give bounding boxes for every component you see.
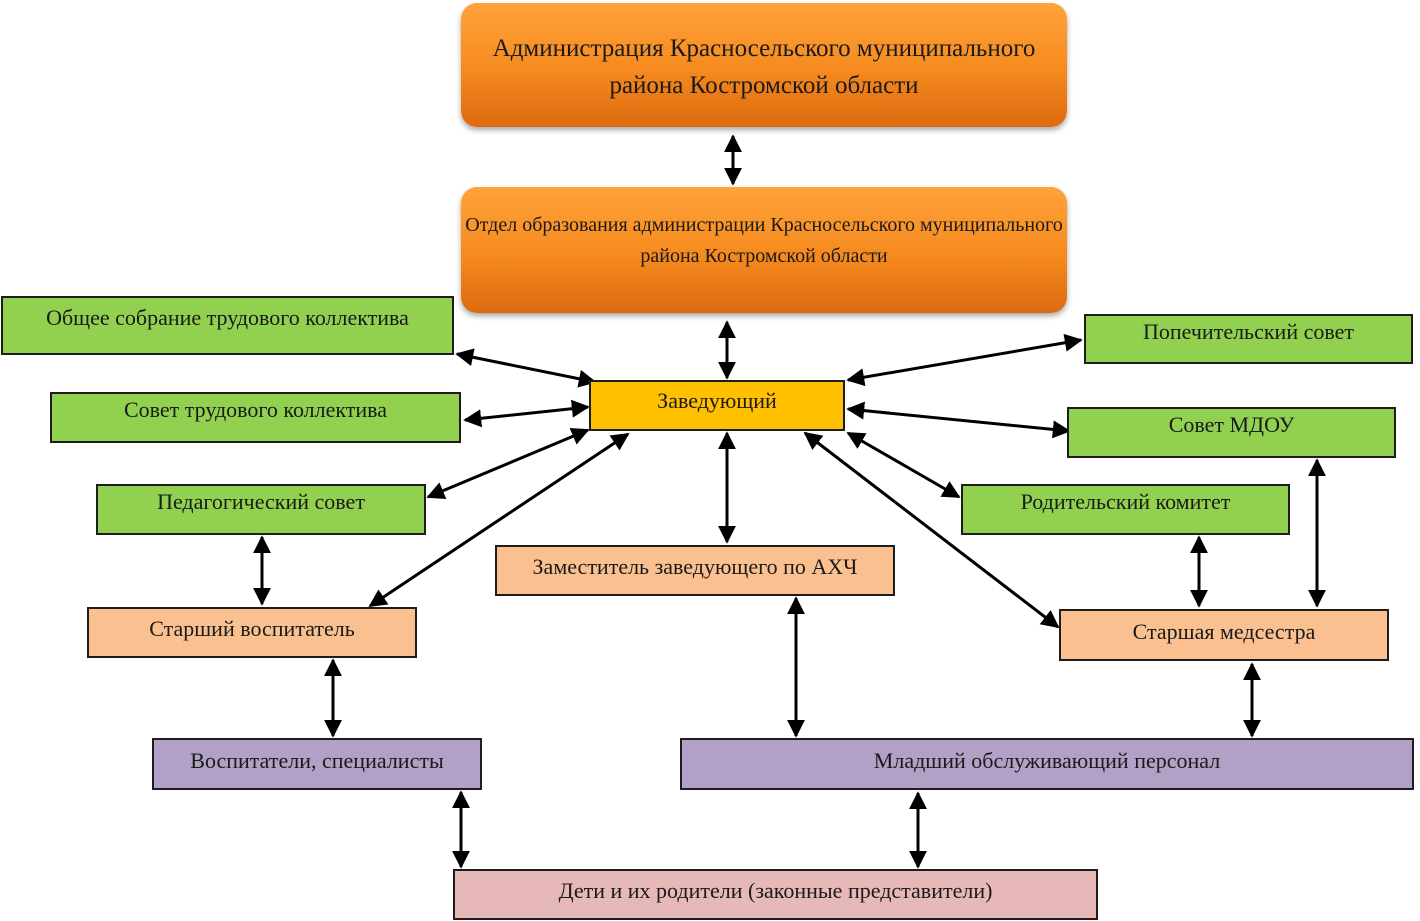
administration-label: Администрация Красносельского муниципаль… (492, 34, 1036, 100)
arrow-head-parent-committee (846, 431, 961, 499)
general-meeting-label: Общее собрание трудового коллектива (46, 305, 409, 331)
labor-council-box: Совет трудового коллектива (50, 392, 461, 443)
senior-educator-box: Старший воспитатель (87, 607, 417, 658)
senior-educator-label: Старший воспитатель (149, 616, 355, 642)
parent-committee-box: Родительский комитет (961, 484, 1290, 535)
arrow-general-meeting-head (455, 348, 597, 388)
council-mdou-box: Совет МДОУ (1067, 407, 1396, 458)
head-label: Заведующий (657, 388, 777, 414)
children-parents-label: Дети и их родители (законные представите… (558, 878, 993, 904)
deputy-head-label: Заместитель заведующего по АХЧ (532, 554, 858, 580)
parent-committee-label: Родительский комитет (1020, 489, 1231, 515)
board-of-trustees-label: Попечительский совет (1142, 318, 1354, 344)
arrow-head-trustees (846, 333, 1083, 387)
senior-nurse-box: Старшая медсестра (1059, 609, 1389, 661)
deputy-head-box: Заместитель заведующего по АХЧ (495, 545, 895, 596)
pedagogical-council-box: Педагогический совет (96, 484, 426, 535)
educators-box: Воспитатели, специалисты (152, 738, 482, 790)
junior-staff-box: Младший обслуживающий персонал (680, 738, 1414, 790)
arrow-head-council-mdou (846, 401, 1071, 439)
board-of-trustees-box: Попечительский совет (1084, 314, 1413, 364)
junior-staff-label: Младший обслуживающий персонал (873, 747, 1221, 773)
senior-nurse-label: Старшая медсестра (1132, 618, 1316, 644)
education-department-box: Отдел образования администрации Красносе… (461, 187, 1067, 313)
pedagogical-council-label: Педагогический совет (157, 489, 365, 515)
education-department-label: Отдел образования администрации Красносе… (465, 214, 1063, 267)
head-box: Заведующий (589, 380, 845, 431)
arrow-labor-council-head (463, 399, 590, 428)
children-parents-box: Дети и их родители (законные представите… (453, 869, 1098, 920)
educators-label: Воспитатели, специалисты (190, 747, 444, 773)
arrow-head-senior-nurse (803, 431, 1060, 629)
arrow-senior-educator-head (368, 432, 630, 608)
labor-council-label: Совет трудового коллектива (123, 397, 388, 423)
general-meeting-box: Общее собрание трудового коллектива (1, 296, 454, 355)
administration-box: Администрация Красносельского муниципаль… (461, 3, 1067, 127)
council-mdou-label: Совет МДОУ (1168, 412, 1295, 438)
